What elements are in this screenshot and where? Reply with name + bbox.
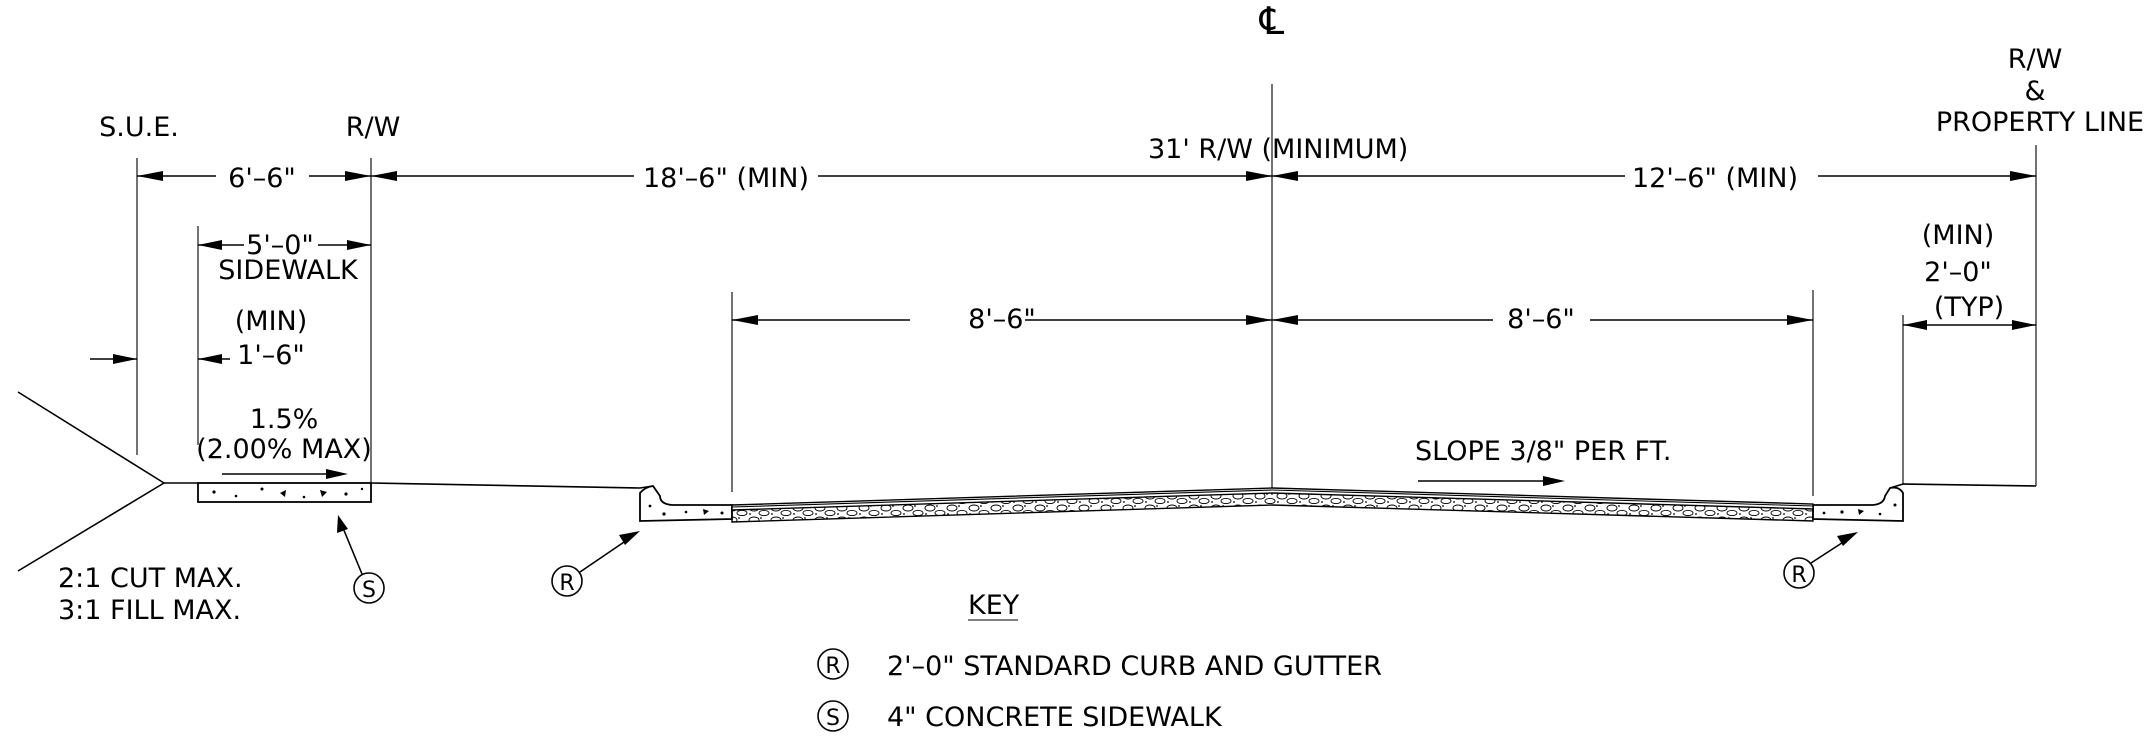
- cross-slope-arrow: [222, 469, 348, 479]
- cross-slope-max-label: (2.00% MAX): [196, 434, 372, 465]
- key-symbol-r: R: [825, 654, 840, 679]
- callout-curb-left: R: [551, 531, 640, 597]
- dim-buffer-label: 1'–6": [237, 340, 305, 371]
- callout-curb-right: R: [1783, 532, 1858, 589]
- key-symbol-s: S: [826, 706, 840, 731]
- rw-total-label: 31' R/W (MINIMUM): [1148, 134, 1408, 165]
- svg-text:S: S: [362, 578, 376, 603]
- key-legend: KEY R 2'–0" STANDARD CURB AND GUTTER S 4…: [817, 590, 1382, 733]
- side-slopes: [17, 391, 165, 572]
- rw-left-label: R/W: [346, 112, 401, 143]
- pavement-section: [731, 487, 1814, 523]
- dimension-lanes: [732, 315, 1813, 325]
- sue-label: S.U.E.: [99, 112, 179, 143]
- svg-text:R: R: [1791, 563, 1806, 588]
- dimension-sidewalk: [198, 240, 371, 250]
- lane-right-label: 8'–6": [1507, 304, 1575, 335]
- ground-line: [164, 482, 2037, 489]
- svg-text:R: R: [559, 571, 574, 596]
- curb-gutter-right: [1812, 486, 1904, 522]
- fill-label: 3:1 FILL MAX.: [58, 595, 241, 626]
- rw-right-label-1: R/W: [2008, 44, 2063, 75]
- dim-right-label: 12'–6" (MIN): [1632, 163, 1798, 194]
- slope-label: SLOPE 3/8" PER FT.: [1415, 436, 1671, 467]
- key-text-s: 4" CONCRETE SIDEWALK: [887, 702, 1223, 733]
- concrete-sidewalk: [197, 482, 372, 503]
- dim-sidewalk-label: 5'–0": [246, 230, 314, 261]
- key-text-r: 2'–0" STANDARD CURB AND GUTTER: [887, 651, 1382, 682]
- cross-slope-label: 1.5%: [250, 404, 319, 435]
- cut-label: 2:1 CUT MAX.: [58, 563, 243, 594]
- min-right-label: (MIN): [1922, 220, 1995, 251]
- rw-right-label-3: PROPERTY LINE: [1936, 107, 2144, 138]
- dimension-row-top: [137, 171, 2036, 181]
- dimension-right-offset: [1903, 320, 2036, 330]
- dim-sue-label: 6'–6": [228, 163, 296, 194]
- sidewalk-label: SIDEWALK: [218, 255, 359, 286]
- curb-gutter-left: [639, 485, 733, 522]
- centerline-symbol: ℄: [1259, 0, 1285, 43]
- min-left-label: (MIN): [235, 306, 308, 337]
- callout-sidewalk: S: [337, 515, 385, 604]
- pavement-slope-arrow: [1418, 476, 1565, 486]
- key-item-r: R 2'–0" STANDARD CURB AND GUTTER: [817, 648, 1382, 682]
- rw-right-label-2: &: [2024, 76, 2045, 107]
- typ-label: (TYP): [1934, 292, 2004, 323]
- key-item-s: S 4" CONCRETE SIDEWALK: [817, 700, 1223, 733]
- lane-left-label: 8'–6": [968, 304, 1036, 335]
- dim-right-offset-label: 2'–0": [1924, 257, 1992, 288]
- key-title: KEY: [968, 590, 1020, 621]
- dim-left-label: 18'–6" (MIN): [643, 163, 809, 194]
- dimension-buffer: [90, 354, 230, 364]
